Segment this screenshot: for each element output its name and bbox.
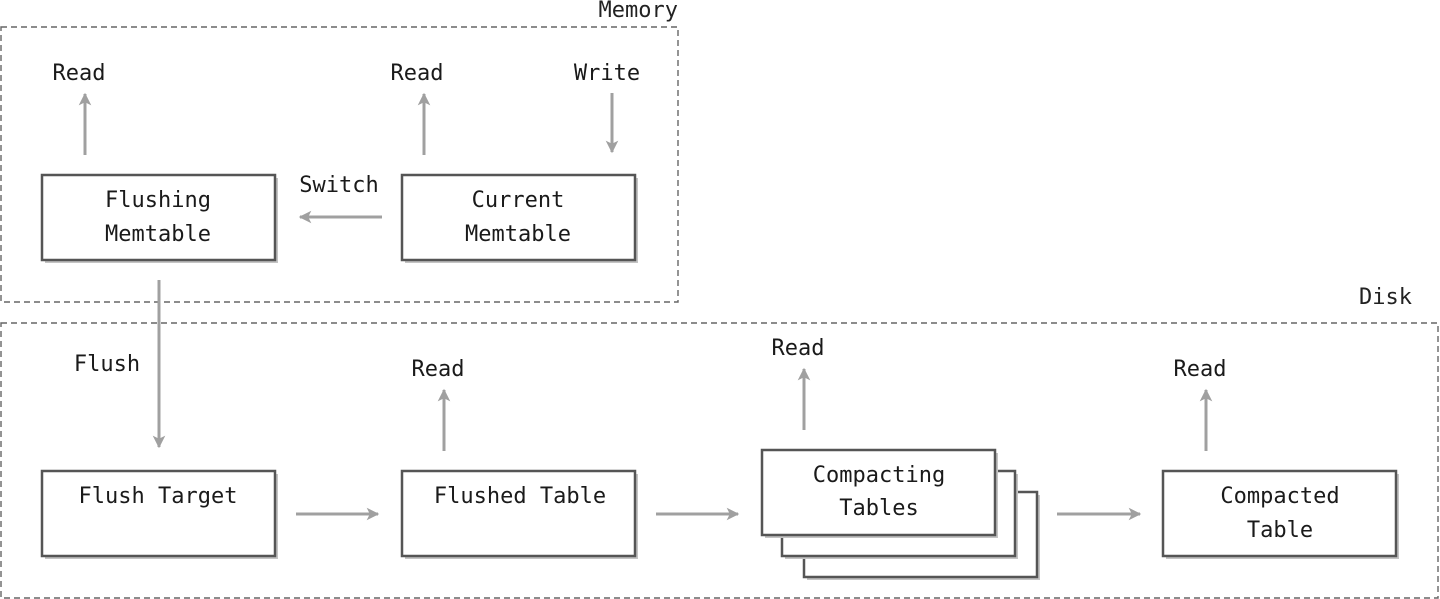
flush-edge: Flush bbox=[74, 280, 166, 449]
compacting-tables-line2: Tables bbox=[839, 496, 918, 521]
flushing-memtable-line1: Flushing bbox=[105, 188, 211, 213]
read-compacting-label: Read bbox=[772, 336, 825, 361]
current-memtable-node: Current Memtable bbox=[400, 173, 638, 263]
flushing-memtable-node: Flushing Memtable bbox=[40, 173, 278, 263]
read-flushing-label: Read bbox=[53, 61, 106, 86]
write-current-label: Write bbox=[574, 61, 640, 86]
flush-label: Flush bbox=[74, 352, 140, 377]
flush-target-label: Flush Target bbox=[79, 484, 238, 509]
switch-edge: Switch bbox=[298, 173, 382, 224]
read-current-edge: Read bbox=[391, 61, 444, 155]
read-compacted-edge: Read bbox=[1174, 357, 1227, 451]
disk-region-label: Disk bbox=[1359, 285, 1412, 310]
read-compacted-label: Read bbox=[1174, 357, 1227, 382]
compacting-tables-line1: Compacting bbox=[813, 463, 945, 488]
current-memtable-line2: Memtable bbox=[465, 222, 571, 247]
read-flushed-edge: Read bbox=[412, 357, 465, 451]
disk-region: Disk bbox=[0, 285, 1439, 599]
current-memtable-line1: Current bbox=[472, 188, 565, 213]
memory-region: Memory bbox=[0, 0, 679, 303]
switch-label: Switch bbox=[299, 173, 378, 198]
write-current-edge: Write bbox=[574, 61, 640, 154]
read-compacting-edge: Read bbox=[772, 336, 825, 430]
flush-target-node: Flush Target bbox=[40, 469, 278, 559]
read-current-label: Read bbox=[391, 61, 444, 86]
memory-region-label: Memory bbox=[599, 0, 678, 23]
flushing-memtable-line2: Memtable bbox=[105, 222, 211, 247]
compacted-table-node: Compacted Table bbox=[1161, 469, 1399, 559]
read-flushing-edge: Read bbox=[53, 61, 106, 155]
flushed-table-node: Flushed Table bbox=[400, 469, 638, 559]
read-flushed-label: Read bbox=[412, 357, 465, 382]
flushed-table-label: Flushed Table bbox=[434, 484, 606, 509]
compacted-table-line2: Table bbox=[1247, 518, 1313, 543]
compacted-table-line1: Compacted bbox=[1220, 484, 1339, 509]
compacting-tables-node: Compacting Tables bbox=[760, 448, 1040, 580]
